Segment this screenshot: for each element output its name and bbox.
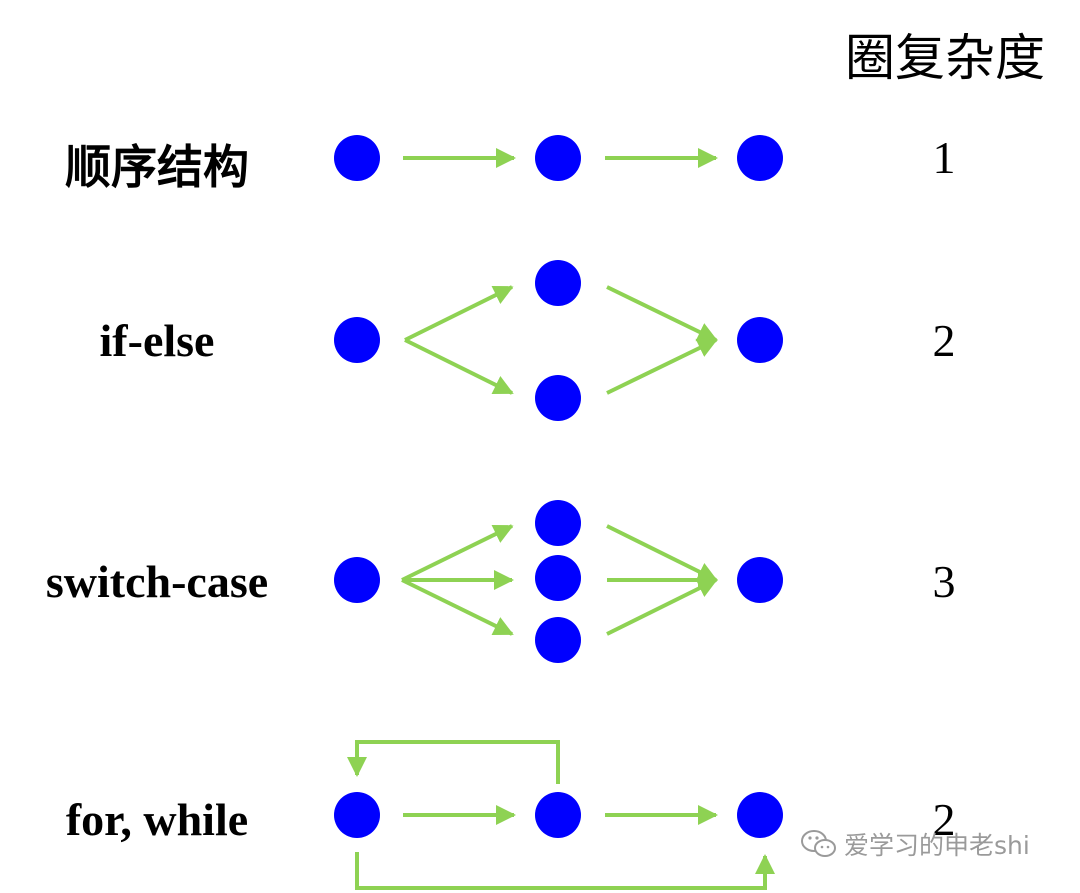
graph-node xyxy=(535,260,581,306)
graph-node xyxy=(737,317,783,363)
graph-node xyxy=(535,617,581,663)
graph-node xyxy=(535,500,581,546)
graph-node xyxy=(334,317,380,363)
graph-node xyxy=(535,135,581,181)
graph-node xyxy=(334,792,380,838)
graph-node xyxy=(737,557,783,603)
edge-arrow xyxy=(401,578,514,636)
graph-node xyxy=(334,557,380,603)
graph-switch-case xyxy=(334,500,783,663)
row-label-sequential: 顺序结构 xyxy=(65,140,249,194)
watermark-text: 爱学习的申老shi xyxy=(844,831,1030,860)
row-label-if-else: if-else xyxy=(99,315,215,366)
graph-node xyxy=(535,792,581,838)
complexity-value-if-else: 2 xyxy=(932,315,956,366)
watermark: 爱学习的申老shi xyxy=(800,826,1030,862)
edge-arrow xyxy=(404,285,514,342)
edge-arrow xyxy=(404,338,514,395)
loop-exit-edge xyxy=(355,852,775,890)
graph-node xyxy=(334,135,380,181)
complexity-value-switch-case: 3 xyxy=(932,556,956,607)
row-label-switch-case: switch-case xyxy=(45,556,269,607)
edge-arrow xyxy=(401,524,514,582)
wechat-icon xyxy=(801,830,836,857)
graph-node xyxy=(535,555,581,601)
complexity-value-sequential: 1 xyxy=(932,132,956,183)
loop-back-edge xyxy=(347,740,560,784)
edge-arrow xyxy=(606,285,718,342)
edge-arrow xyxy=(606,524,718,582)
edge-arrow xyxy=(606,338,718,395)
complexity-value-for-while: 2 xyxy=(932,794,956,845)
graph-sequential xyxy=(334,135,783,181)
graph-node xyxy=(535,375,581,421)
graph-node xyxy=(737,135,783,181)
edge-arrow xyxy=(606,578,718,636)
graph-node xyxy=(737,792,783,838)
graph-if-else xyxy=(334,260,783,421)
complexity-column-header: 圈复杂度 xyxy=(845,29,1045,87)
row-label-for-while: for, while xyxy=(65,794,249,845)
graph-loop xyxy=(334,740,783,890)
